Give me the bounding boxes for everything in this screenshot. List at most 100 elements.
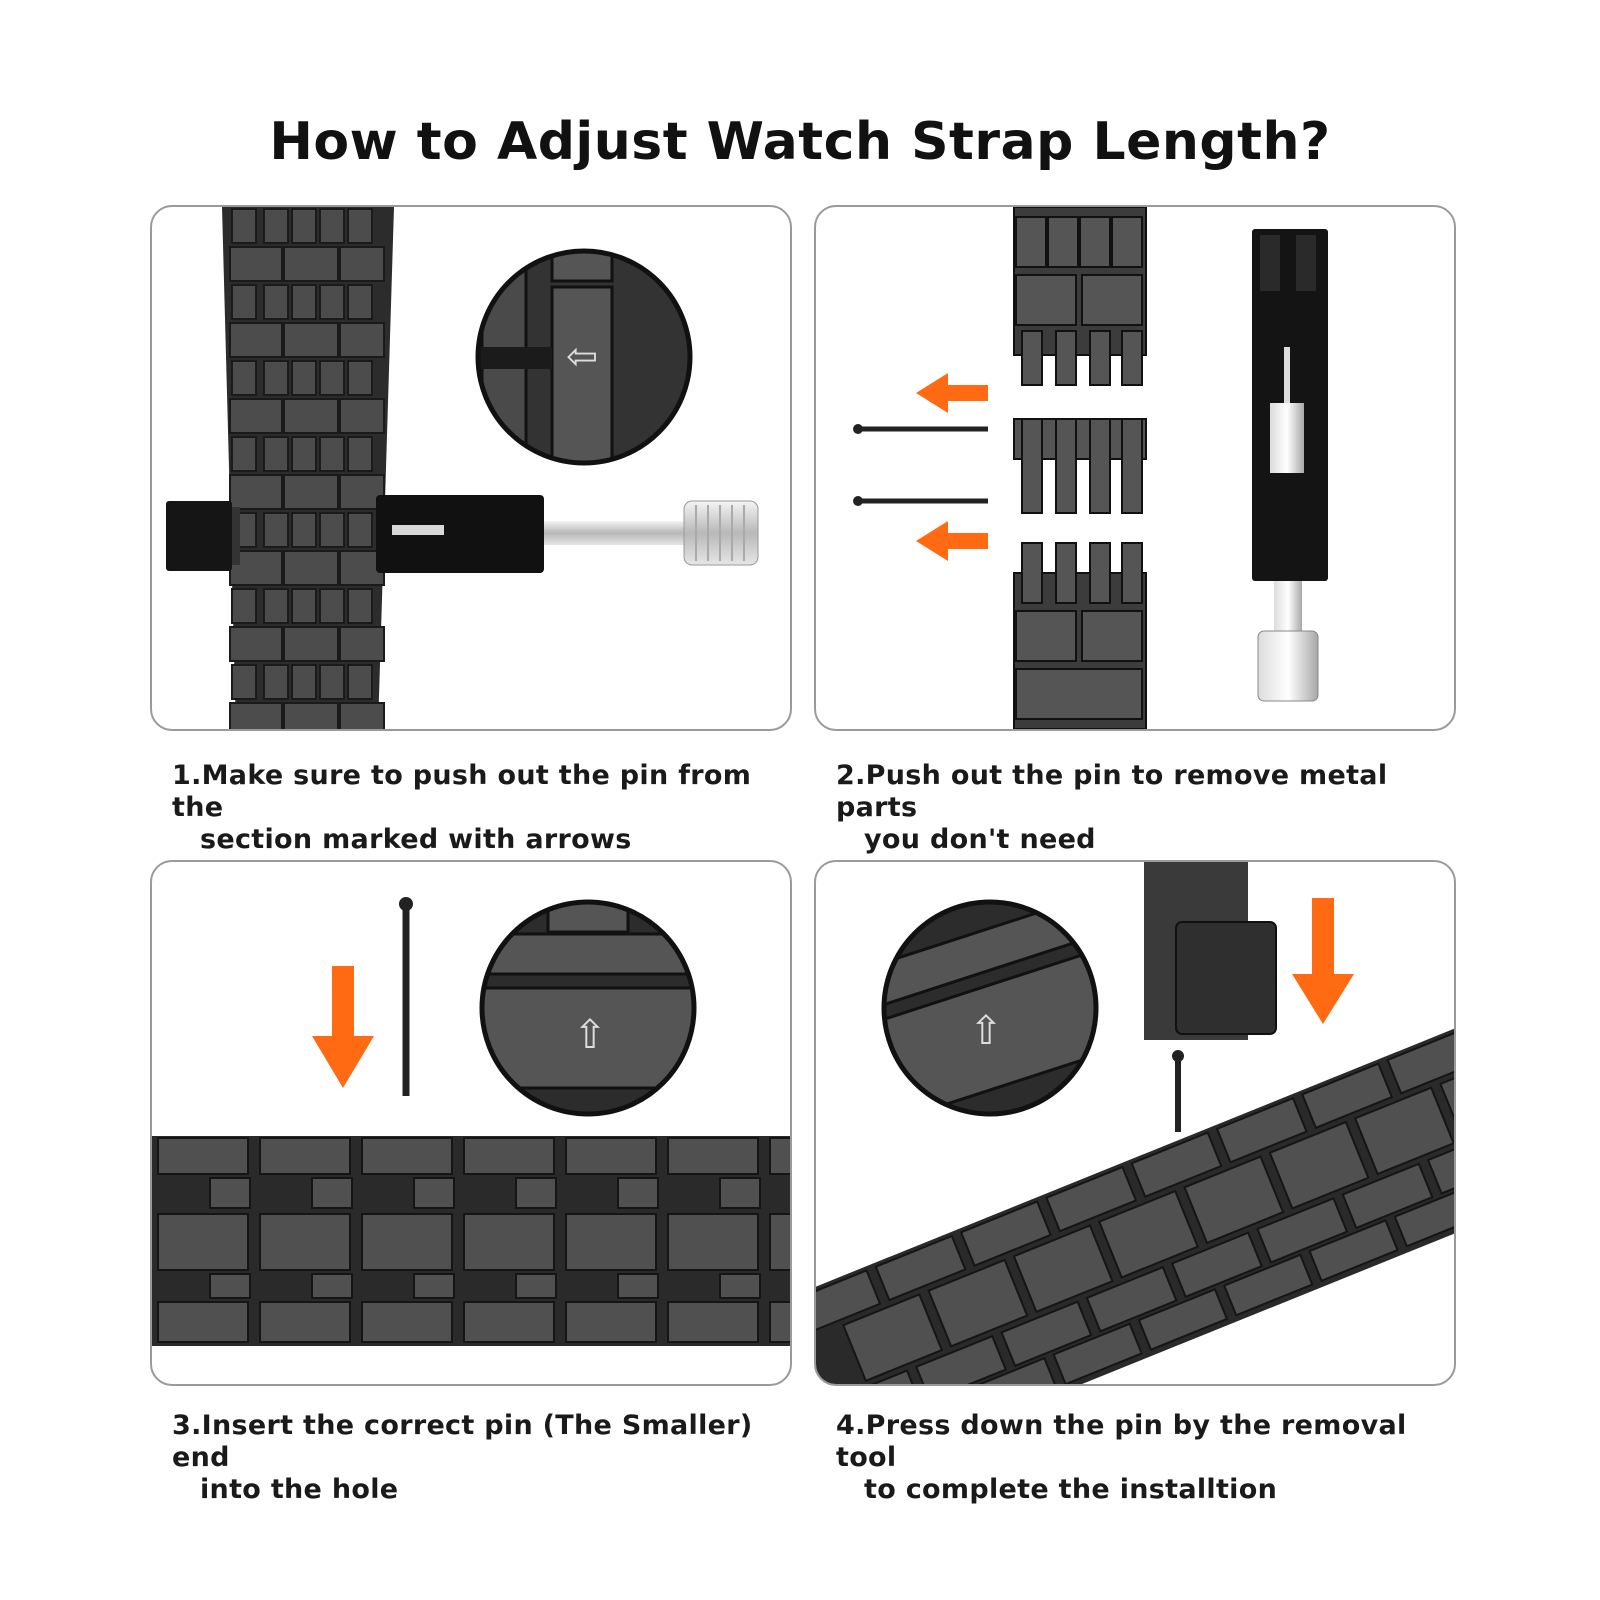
- strap-link: [842, 1293, 944, 1383]
- strap-link: [263, 360, 289, 396]
- strap-link: [319, 284, 345, 320]
- step-4-line-2: to complete the installtion: [864, 1474, 1278, 1505]
- step-2-illustration: [814, 205, 1456, 731]
- strap-link: [1045, 1165, 1138, 1233]
- strap-link: [719, 1177, 761, 1209]
- strap-link: [361, 1301, 453, 1343]
- strap-link: [667, 1301, 759, 1343]
- strap-link: [1341, 1162, 1434, 1230]
- step-2-line-1: 2.Push out the pin to remove metal parts: [836, 760, 1388, 823]
- strap-link: [339, 322, 385, 358]
- strap-link: [319, 588, 345, 624]
- strap-link: [347, 664, 373, 700]
- strap-link: [291, 512, 317, 548]
- step-3-line-2: into the hole: [200, 1474, 399, 1505]
- strap-link: [1170, 1231, 1263, 1299]
- strap-horizontal-insert-pin-image: ⇧: [152, 897, 790, 1346]
- strap-link: [319, 436, 345, 472]
- pin-icon: [399, 897, 413, 1096]
- pin-removal-tool-icon: [1252, 229, 1328, 702]
- strap-link: [291, 664, 317, 700]
- step-1-line-2: section marked with arrows: [200, 824, 632, 855]
- strap-link: [1052, 1322, 1143, 1384]
- down-arrow-icon: [312, 966, 374, 1088]
- strap-link: [259, 1137, 351, 1175]
- pin-icon: [853, 496, 988, 506]
- strap-link: [231, 664, 257, 700]
- strap-link: [283, 474, 339, 510]
- strap-link: [1130, 1131, 1223, 1199]
- strap-link: [283, 246, 339, 282]
- pin-icon: [853, 424, 988, 434]
- strap-link: [283, 398, 339, 434]
- strap-link: [263, 512, 289, 548]
- strap-link: [347, 436, 373, 472]
- strap-link: [463, 1213, 555, 1271]
- strap-link: [413, 1273, 455, 1299]
- strap-link: [229, 474, 283, 510]
- strap-link: [283, 550, 339, 586]
- step-2-line-2: you don't need: [864, 824, 1096, 855]
- strap-link: [259, 1213, 351, 1271]
- strap-link: [565, 1137, 657, 1175]
- strap-link: [283, 702, 339, 729]
- strap-link: [229, 322, 283, 358]
- strap-link: [339, 702, 385, 729]
- strap-link: [229, 398, 283, 434]
- strap-link: [311, 1177, 353, 1209]
- svg-text:⇧: ⇧: [969, 1008, 1003, 1054]
- step-1-line-1: 1.Make sure to push out the pin from the: [172, 760, 752, 823]
- strap-link: [667, 1137, 759, 1175]
- strap-link: [463, 1137, 555, 1175]
- strap-link: [1085, 1265, 1178, 1333]
- strap-link: [617, 1177, 659, 1209]
- strap-link: [361, 1137, 453, 1175]
- strap-link: [209, 1273, 251, 1299]
- strap-link: [463, 1301, 555, 1343]
- strap-link: [157, 1301, 249, 1343]
- step-4-line-1: 4.Press down the pin by the removal tool: [836, 1410, 1407, 1473]
- strap-vertical-with-tool-image: ⇦: [166, 207, 759, 729]
- strap-link: [259, 1301, 351, 1343]
- strap-link: [231, 436, 257, 472]
- strap-sections-removed-image: [853, 207, 1328, 729]
- strap-link: [231, 360, 257, 396]
- step-1-illustration: ⇦: [150, 205, 792, 731]
- strap-link: [231, 588, 257, 624]
- strap-link: [291, 360, 317, 396]
- strap-link: [319, 512, 345, 548]
- left-arrow-icon: [916, 521, 988, 561]
- strap-link: [263, 208, 289, 244]
- strap-link: [1097, 1189, 1200, 1279]
- step-1-caption: 1.Make sure to push out the pin from the…: [172, 760, 812, 856]
- strap-link: [1256, 1196, 1349, 1264]
- strap-link: [1386, 1027, 1454, 1095]
- strap-link: [229, 246, 283, 282]
- strap-link: [157, 1213, 249, 1271]
- strap-link: [291, 588, 317, 624]
- strap-link: [769, 1137, 790, 1175]
- strap-link: [291, 284, 317, 320]
- strap-link: [283, 626, 339, 662]
- strap-link: [1439, 1051, 1454, 1141]
- strap-link: [816, 1269, 882, 1336]
- strap-link: [1301, 1062, 1394, 1130]
- strap-link: [229, 626, 283, 662]
- svg-text:⇦: ⇦: [566, 334, 598, 378]
- strap-link: [339, 626, 385, 662]
- strap-press-pin-image: ⇧: [816, 862, 1454, 1384]
- strap-link: [967, 1356, 1058, 1384]
- strap-link: [231, 284, 257, 320]
- magnifier-circle-icon: ⇦: [475, 248, 693, 466]
- strap-link: [1268, 1120, 1370, 1210]
- strap-link: [229, 702, 283, 729]
- strap-link: [1137, 1288, 1229, 1352]
- strap-link: [515, 1273, 557, 1299]
- strap-link: [1000, 1300, 1093, 1368]
- strap-link: [319, 208, 345, 244]
- strap-link: [263, 664, 289, 700]
- strap-link: [347, 208, 373, 244]
- step-3-caption: 3.Insert the correct pin (The Smaller) e…: [172, 1410, 812, 1506]
- magnifier-circle-icon: ⇧: [881, 899, 1099, 1117]
- strap-link: [311, 1273, 353, 1299]
